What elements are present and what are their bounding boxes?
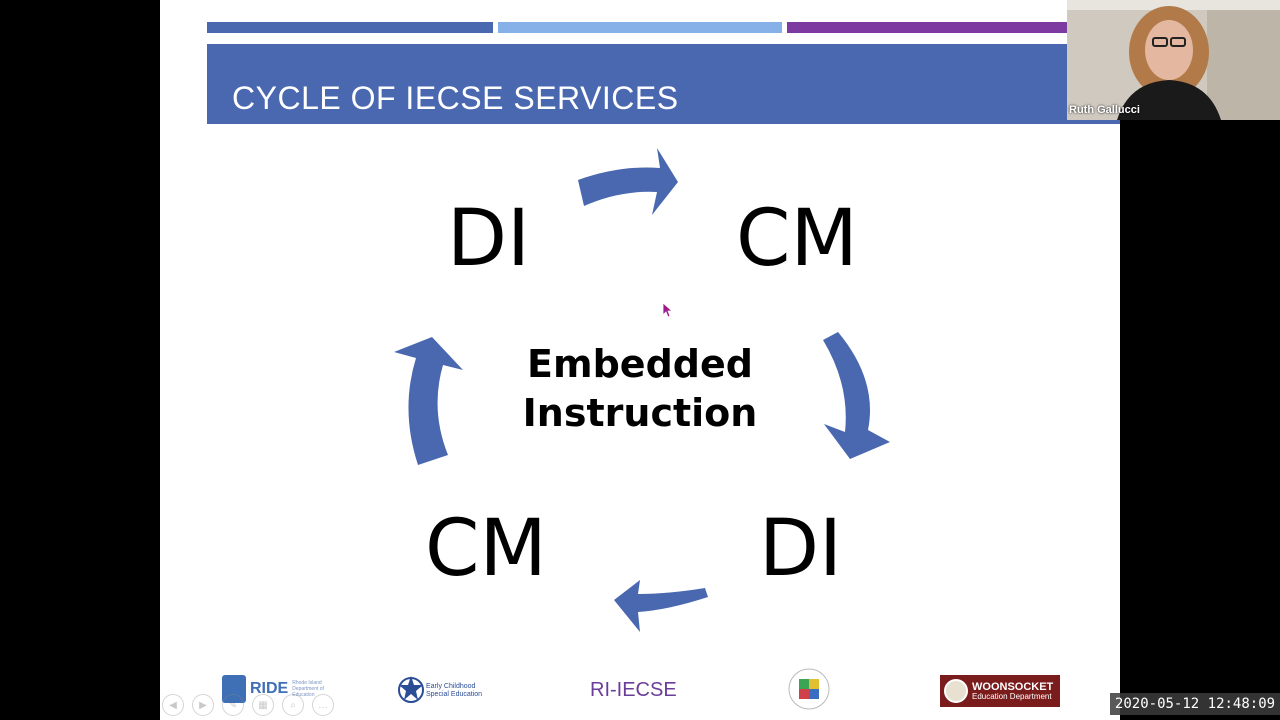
woonsocket-subtitle: Education Department [972,691,1052,701]
accent-bar-purple [787,22,1120,33]
arrow-left-icon [394,337,463,465]
node-cm-bottom: CM [425,504,547,594]
more-icon[interactable]: … [312,694,334,716]
city-seal-icon [944,679,968,703]
woonsocket-logo: WOONSOCKET Education Department [940,675,1060,707]
recording-timestamp: 2020-05-12 12:48:09 [1110,693,1280,715]
pen-icon[interactable]: ✎ [222,694,244,716]
cycle-diagram: DI CM DI CM Embedded Instruction [160,0,1120,720]
ride-text: RIDE [250,680,289,697]
participant-video [1067,0,1280,120]
puzzle-icon [788,668,830,710]
arrow-right-icon [823,332,890,459]
participant-name: Ruth Gallucci [1069,104,1140,116]
presentation-slide: CYCLE OF IECSE SERVICES DI CM DI CM Embe… [160,0,1120,720]
center-label-line2: Instruction [522,391,758,436]
arrow-top-icon [578,148,678,215]
ecse-star-icon [398,676,424,703]
cycle-arrows [394,148,890,632]
ecse-line1: Early Childhood [426,683,476,690]
mouse-pointer-icon [663,303,674,318]
slide-nav-controls: ◀ ▶ ✎ ▦ ⌕ … [162,694,334,716]
node-cm-top: CM [736,194,858,284]
title-band: CYCLE OF IECSE SERVICES [207,44,1120,124]
center-label: Embedded Instruction [490,340,790,439]
accent-bar-blue [207,22,493,33]
center-label-line1: Embedded [527,342,753,386]
node-di-top: DI [447,194,531,284]
slides-icon[interactable]: ▦ [252,694,274,716]
ecse-logo: Early Childhood Special Education [396,673,486,713]
arrow-bottom-icon [614,580,708,632]
woonsocket-title: WOONSOCKET [972,680,1054,693]
accent-bar-light-blue [498,22,782,33]
ri-iecse-logo: RI-IECSE [590,679,677,701]
slide-title: CYCLE OF IECSE SERVICES [232,80,679,116]
prev-slide-icon[interactable]: ◀ [162,694,184,716]
puzzle-logo [787,667,831,711]
node-di-bottom: DI [759,504,843,594]
webcam-thumbnail[interactable]: Ruth Gallucci [1067,0,1280,120]
footer-logos: RIDE Rhode Island Department of Educatio… [160,665,1120,720]
next-slide-icon[interactable]: ▶ [192,694,214,716]
ride-subtitle: Rhode Island Department of Education [292,680,324,698]
zoom-icon[interactable]: ⌕ [282,694,304,716]
ecse-line2: Special Education [426,691,483,699]
